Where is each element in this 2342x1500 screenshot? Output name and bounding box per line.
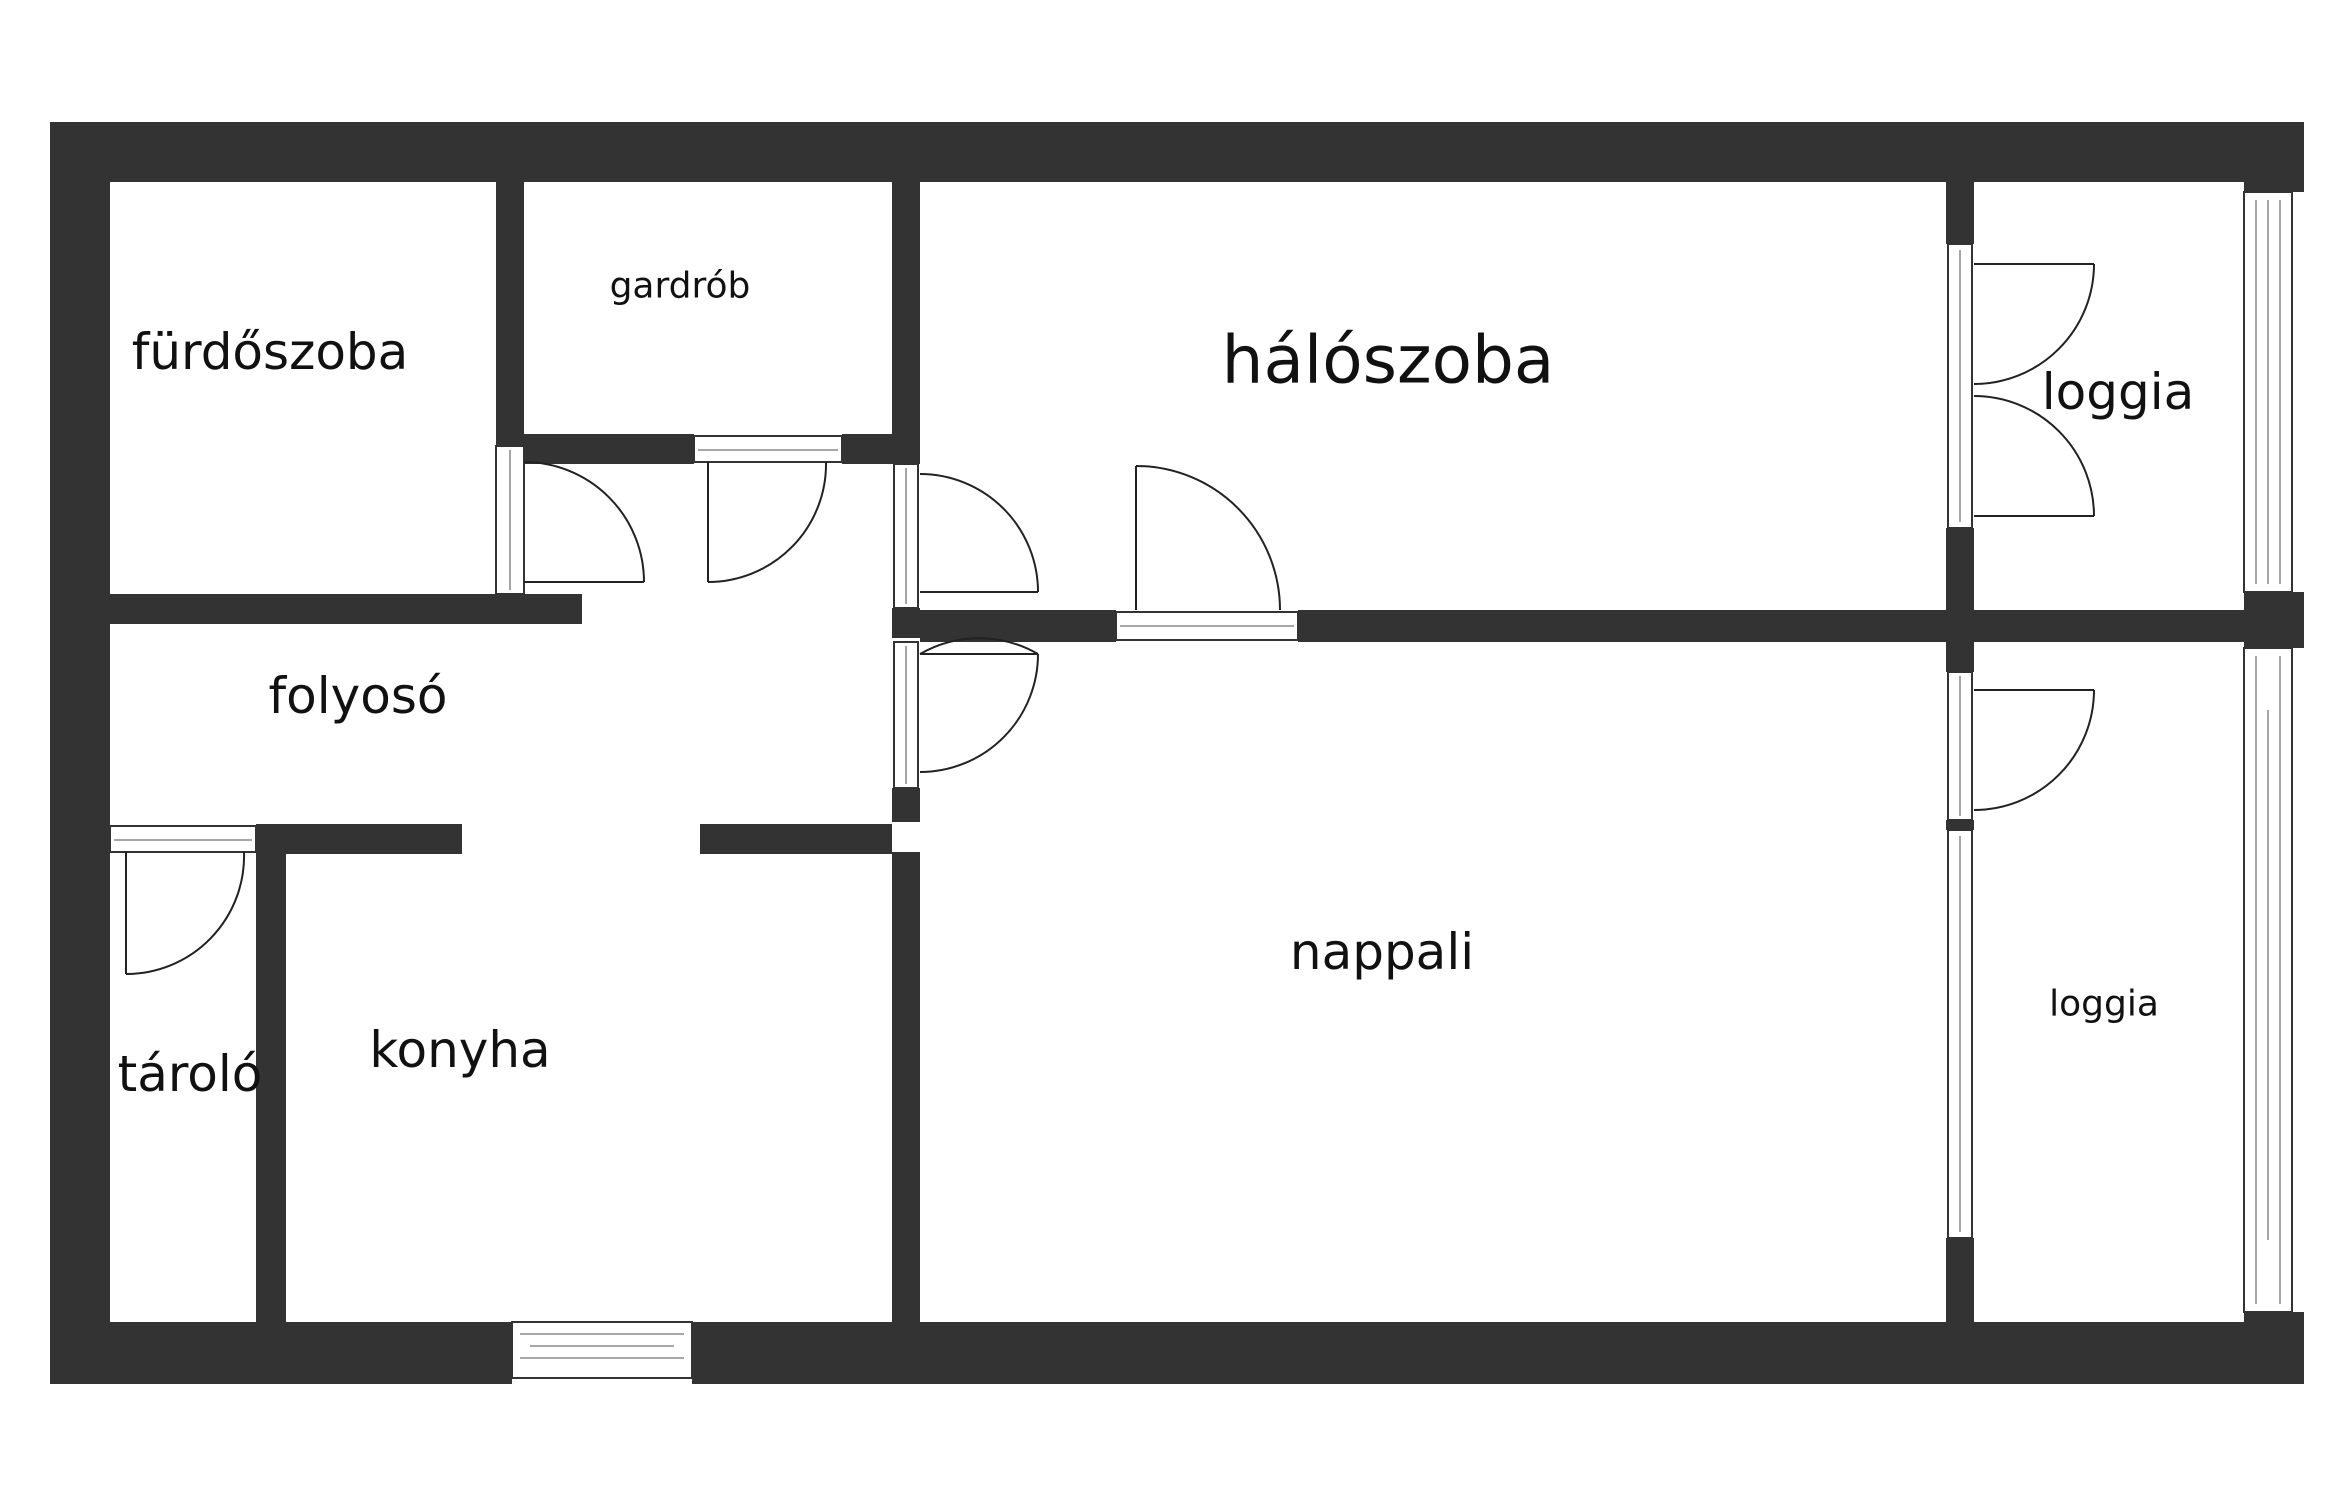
wall-bathroom-bottom: [110, 594, 582, 624]
label-hallway: folyosó: [269, 667, 448, 725]
windows: [511, 191, 2293, 1379]
label-living-room: nappali: [1290, 923, 1474, 981]
wall-bedroom-living-left: [920, 610, 1116, 642]
outer-wall-bottom-left: [50, 1322, 512, 1384]
window-loggia-top: [2243, 191, 2293, 593]
room-labels: fürdőszoba gardrób hálószoba loggia foly…: [118, 266, 2195, 1104]
door-storage: [109, 825, 257, 975]
door-closet: [693, 435, 843, 583]
window-loggia-bottom: [2243, 647, 2293, 1313]
wall-closet-right: [892, 182, 920, 464]
wall-loggia-divider-stub: [1946, 820, 1974, 830]
label-kitchen: konyha: [369, 1021, 550, 1079]
outer-wall-bottom-right: [692, 1322, 2304, 1384]
wall-bathroom-closet: [496, 182, 524, 446]
outer-wall-right-top: [2244, 122, 2304, 192]
label-bedroom: hálószoba: [1222, 322, 1555, 399]
door-living-hallway: [893, 637, 1039, 789]
wall-bedroom-living-right: [1298, 610, 2244, 642]
label-loggia-top: loggia: [2042, 363, 2195, 421]
wall-closet-bottom-right: [842, 434, 892, 464]
outer-wall-top: [50, 122, 2304, 182]
wall-junction-lower: [892, 788, 920, 822]
glazing-living-loggia: [1947, 829, 1973, 1239]
wall-hallway-bottom-right: [700, 824, 892, 854]
interior-walls: [110, 182, 2244, 1322]
door-loggia-bottom: [1947, 671, 2095, 821]
label-storage: tároló: [118, 1045, 263, 1103]
outer-walls: [50, 122, 2304, 1384]
outer-wall-left: [50, 122, 110, 1384]
door-bedroom-living: [1115, 465, 1299, 641]
door-loggia-top: [1947, 243, 2095, 529]
wall-living-left: [892, 852, 920, 1322]
label-walk-in-closet: gardrób: [610, 266, 751, 307]
wall-storage-kitchen: [256, 854, 286, 1322]
wall-closet-bottom-left: [524, 434, 694, 464]
outer-wall-right-mid: [2244, 592, 2304, 648]
door-bathroom: [495, 445, 645, 595]
wall-junction-upper: [892, 608, 920, 638]
wall-loggia-mid: [1946, 642, 1974, 672]
wall-loggia-top-upper: [1946, 182, 1974, 244]
wall-loggia-bottom-lower: [1946, 1238, 1974, 1322]
door-bedroom-hallway: [893, 463, 1039, 609]
wall-hallway-bottom-left: [256, 824, 462, 854]
doors: [109, 243, 2095, 975]
outer-wall-right-bottom: [2244, 1312, 2304, 1384]
wall-loggia-top-lower: [1946, 528, 1974, 610]
label-loggia-bottom: loggia: [2049, 984, 2159, 1025]
label-bathroom: fürdőszoba: [132, 323, 409, 381]
window-kitchen: [511, 1321, 693, 1379]
